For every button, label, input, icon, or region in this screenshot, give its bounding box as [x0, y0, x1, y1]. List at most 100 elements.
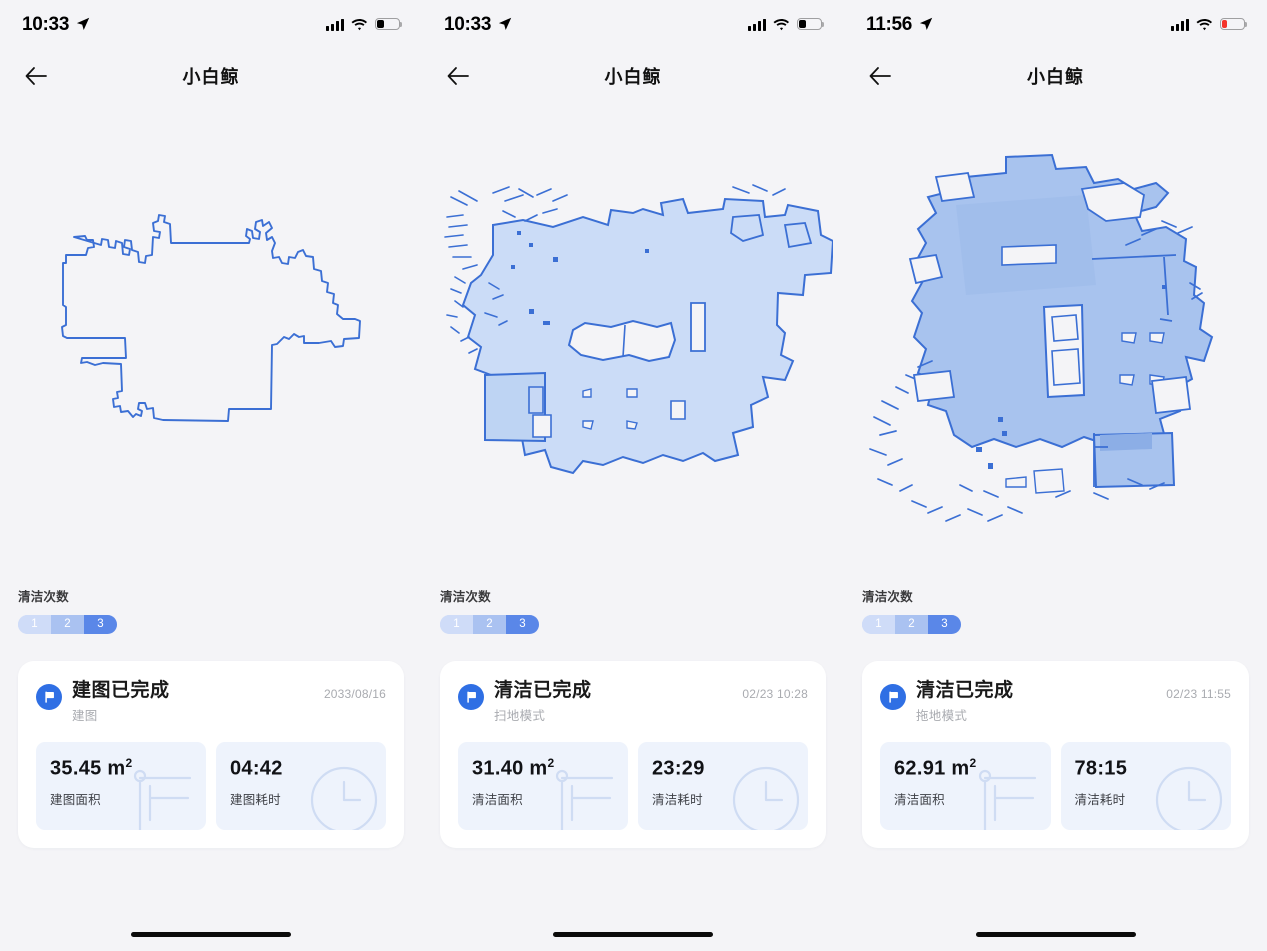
metric-duration-value: 78:15 — [1074, 758, 1128, 781]
status-bar-right — [326, 17, 403, 31]
clock-icon — [310, 767, 378, 831]
location-arrow-icon — [77, 17, 90, 30]
count-segment-1[interactable]: 1 — [18, 614, 51, 634]
metric-area-value: 31.40 m2 — [472, 756, 555, 781]
record-title: 建图已完成 — [72, 679, 170, 701]
metric-duration: 04:42 建图耗时 — [216, 742, 386, 831]
record-subtitle: 扫地模式 — [494, 709, 546, 724]
battery-icon — [1220, 17, 1248, 31]
status-bar: 11:56 — [844, 0, 1267, 48]
battery-icon — [797, 17, 825, 31]
count-segment-2[interactable]: 2 — [51, 614, 84, 634]
battery-icon — [375, 17, 403, 31]
map-area-1[interactable] — [0, 104, 422, 586]
count-segment-1[interactable]: 1 — [440, 614, 473, 634]
clean-count-section-3: 清洁次数 1 2 3 — [844, 586, 1267, 634]
record-head-text: 清洁已完成 拖地模式 — [916, 679, 1166, 725]
record-card-header: 建图已完成 建图 2033/08/16 — [36, 679, 386, 725]
metric-duration-value: 23:29 — [652, 758, 705, 781]
flag-icon — [458, 683, 484, 710]
page-title: 小白鲸 — [1027, 67, 1084, 87]
status-bar-left: 10:33 — [22, 15, 90, 34]
metric-duration-value: 04:42 — [230, 758, 283, 781]
metric-area-label: 清洁面积 — [472, 793, 523, 808]
status-bar-left: 10:33 — [444, 15, 512, 34]
status-time: 10:33 — [22, 13, 70, 35]
area-flag-icon — [978, 770, 1036, 831]
clean-count-section-2: 清洁次数 1 2 3 — [422, 586, 844, 634]
record-card-header: 清洁已完成 扫地模式 02/23 10:28 — [458, 679, 808, 725]
metric-duration: 78:15 清洁耗时 — [1060, 742, 1231, 831]
clean-count-label: 清洁次数 — [862, 590, 913, 604]
record-card-3[interactable]: 清洁已完成 拖地模式 02/23 11:55 62.91 m2 清洁面积 78:… — [862, 660, 1249, 849]
record-metrics: 31.40 m2 清洁面积 23:29 清洁耗时 — [458, 742, 808, 831]
count-segment-3[interactable]: 3 — [84, 614, 117, 634]
cleaned-map-mop — [868, 153, 1213, 522]
record-metrics: 35.45 m2 建图面积 04:42 建图耗时 — [36, 742, 386, 831]
count-segment-2[interactable]: 2 — [473, 614, 506, 634]
location-arrow-icon — [499, 17, 512, 30]
phone-screen-2: 10:33 小白鲸 — [422, 0, 844, 951]
status-bar-right — [748, 17, 825, 31]
metric-duration-label: 清洁耗时 — [652, 793, 703, 808]
status-bar: 10:33 — [422, 0, 844, 48]
status-bar: 10:33 — [0, 0, 422, 48]
phone-screen-3: 11:56 小白鲸 — [844, 0, 1267, 951]
metric-area-value: 62.91 m2 — [894, 756, 977, 781]
record-date: 2033/08/16 — [323, 686, 386, 701]
count-segment-1[interactable]: 1 — [862, 614, 895, 634]
clock-icon — [1155, 767, 1223, 831]
clean-count-pill[interactable]: 1 2 3 — [440, 614, 539, 634]
map-area-3[interactable] — [844, 104, 1267, 586]
status-time: 10:33 — [444, 13, 492, 35]
status-bar-right — [1171, 17, 1248, 31]
record-card-1[interactable]: 建图已完成 建图 2033/08/16 35.45 m2 建图面积 04:42 … — [18, 660, 404, 849]
clean-count-label: 清洁次数 — [18, 590, 69, 604]
cellular-signal-icon — [748, 18, 766, 31]
page-title: 小白鲸 — [604, 67, 662, 87]
record-card-header: 清洁已完成 拖地模式 02/23 11:55 — [880, 679, 1231, 725]
metric-area-value: 35.45 m2 — [50, 756, 133, 781]
record-metrics: 62.91 m2 清洁面积 78:15 清洁耗时 — [880, 742, 1231, 831]
metric-duration-label: 建图耗时 — [230, 793, 281, 808]
nav-bar: 小白鲸 — [844, 48, 1267, 104]
record-subtitle: 拖地模式 — [916, 709, 968, 724]
floor-plan-outline — [61, 214, 361, 422]
clean-count-section-1: 清洁次数 1 2 3 — [0, 586, 422, 634]
metric-area-label: 建图面积 — [50, 793, 101, 808]
record-card-2[interactable]: 清洁已完成 扫地模式 02/23 10:28 31.40 m2 清洁面积 23:… — [440, 660, 826, 849]
record-title: 清洁已完成 — [494, 679, 592, 701]
map-area-2[interactable] — [422, 104, 844, 586]
count-segment-3[interactable]: 3 — [506, 614, 539, 634]
count-segment-2[interactable]: 2 — [895, 614, 928, 634]
record-subtitle: 建图 — [72, 709, 98, 724]
wifi-icon — [1196, 18, 1212, 30]
metric-area-label: 清洁面积 — [894, 793, 945, 808]
record-head-text: 清洁已完成 扫地模式 — [494, 679, 742, 725]
clean-count-pill[interactable]: 1 2 3 — [862, 614, 961, 634]
home-indicator — [553, 932, 713, 937]
clean-count-pill[interactable]: 1 2 3 — [18, 614, 117, 634]
area-flag-icon — [133, 770, 192, 831]
metric-duration-label: 清洁耗时 — [1074, 793, 1126, 808]
record-title: 清洁已完成 — [916, 679, 1014, 701]
status-bar-left: 11:56 — [866, 15, 933, 34]
cleaned-map-sweep — [444, 184, 833, 475]
clean-count-label: 清洁次数 — [440, 590, 491, 604]
record-date: 02/23 10:28 — [742, 686, 808, 701]
wifi-icon — [773, 18, 789, 30]
back-arrow-icon[interactable] — [22, 62, 50, 90]
back-arrow-icon[interactable] — [444, 62, 472, 90]
phone-screen-1: 10:33 小白鲸 — [0, 0, 422, 951]
status-time: 11:56 — [866, 13, 913, 35]
nav-bar: 小白鲸 — [0, 48, 422, 104]
home-indicator — [131, 932, 291, 937]
clock-icon — [732, 767, 800, 831]
home-indicator — [975, 932, 1136, 937]
area-flag-icon — [555, 770, 614, 831]
metric-area: 62.91 m2 清洁面积 — [880, 742, 1051, 831]
back-arrow-icon[interactable] — [866, 62, 894, 90]
nav-bar: 小白鲸 — [422, 48, 844, 104]
count-segment-3[interactable]: 3 — [928, 614, 961, 634]
